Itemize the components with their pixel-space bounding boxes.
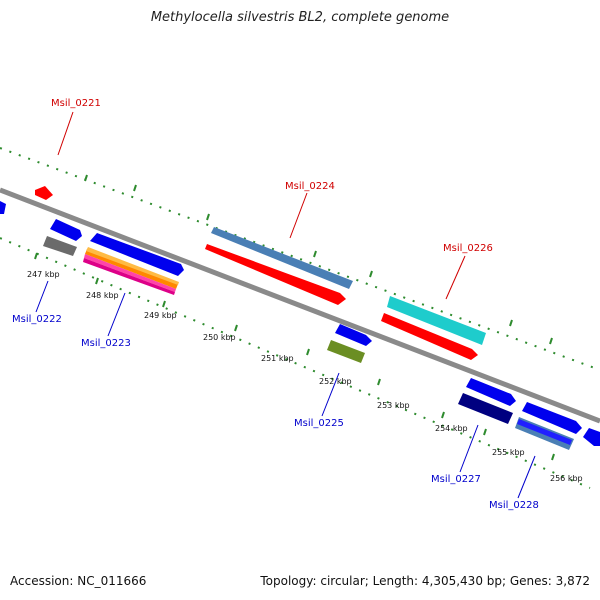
gene-label-msil-0223: Msil_0223	[81, 338, 131, 349]
gene-label-msil-0226: Msil_0226	[443, 243, 493, 254]
outer-ticks	[84, 174, 553, 345]
tick-label: 251 kbp	[261, 354, 294, 363]
gene-msil-0225-arrow	[335, 324, 372, 346]
gene-msil-0227-bar	[458, 393, 513, 424]
tick-label: 253 kbp	[377, 401, 410, 410]
tick-label: 249 kbp	[144, 311, 177, 320]
tick-label: 256 kbp	[550, 474, 583, 483]
map-title: Methylocella silvestris BL2, complete ge…	[150, 10, 450, 25]
gene-msil-0225-bar	[327, 340, 365, 363]
inner-ticks	[34, 252, 555, 461]
gene-label-msil-0222: Msil_0222	[12, 314, 62, 325]
inner-dotted-track	[0, 237, 591, 489]
leader-msil-0226	[445, 255, 466, 300]
gene-left-edge-arrow	[0, 201, 6, 214]
gene-right-edge-arrow	[583, 428, 600, 446]
gene-msil-0224-arrow	[205, 244, 346, 305]
gene-msil-0226-arrow	[381, 313, 478, 360]
gene-label-msil-0221: Msil_0221	[51, 98, 101, 109]
genome-backbone	[0, 187, 600, 424]
gene-label-msil-0227: Msil_0227	[431, 474, 481, 485]
leader-msil-0225	[321, 372, 340, 417]
genome-stats-text: Topology: circular; Length: 4,305,430 bp…	[260, 574, 590, 588]
gene-msil-0226-bar	[387, 296, 486, 345]
tick-label: 252 kbp	[319, 377, 352, 386]
gene-msil-0224-bar	[211, 227, 353, 289]
leader-msil-0221	[57, 111, 74, 156]
leader-msil-0222	[35, 280, 49, 313]
gene-msil-0222-bar	[43, 236, 77, 256]
gene-msil-0223-arrow	[90, 233, 184, 276]
tick-label: 254 kbp	[435, 424, 468, 433]
tick-label: 255 kbp	[492, 448, 525, 457]
gene-msil-0228-arrow	[522, 402, 582, 434]
gene-label-msil-0228: Msil_0228	[489, 500, 539, 511]
tick-label: 250 kbp	[203, 333, 236, 342]
leader-msil-0224	[289, 192, 308, 239]
gene-msil-0223-stripes	[83, 247, 179, 295]
gene-label-msil-0225: Msil_0225	[294, 418, 344, 429]
gene-msil-0228-inner	[517, 419, 572, 445]
leader-msil-0228	[517, 455, 536, 499]
leader-msil-0223	[107, 292, 126, 337]
gene-msil-0221-arrow	[35, 186, 53, 200]
gene-msil-0222-arrow	[50, 219, 82, 241]
tick-label: 247 kbp	[27, 270, 60, 279]
gene-msil-0227-arrow	[466, 378, 516, 406]
tick-label: 248 kbp	[86, 291, 119, 300]
leader-msil-0227	[459, 424, 479, 473]
accession-text: Accession: NC_011666	[10, 574, 147, 588]
gene-label-msil-0224: Msil_0224	[285, 181, 335, 192]
